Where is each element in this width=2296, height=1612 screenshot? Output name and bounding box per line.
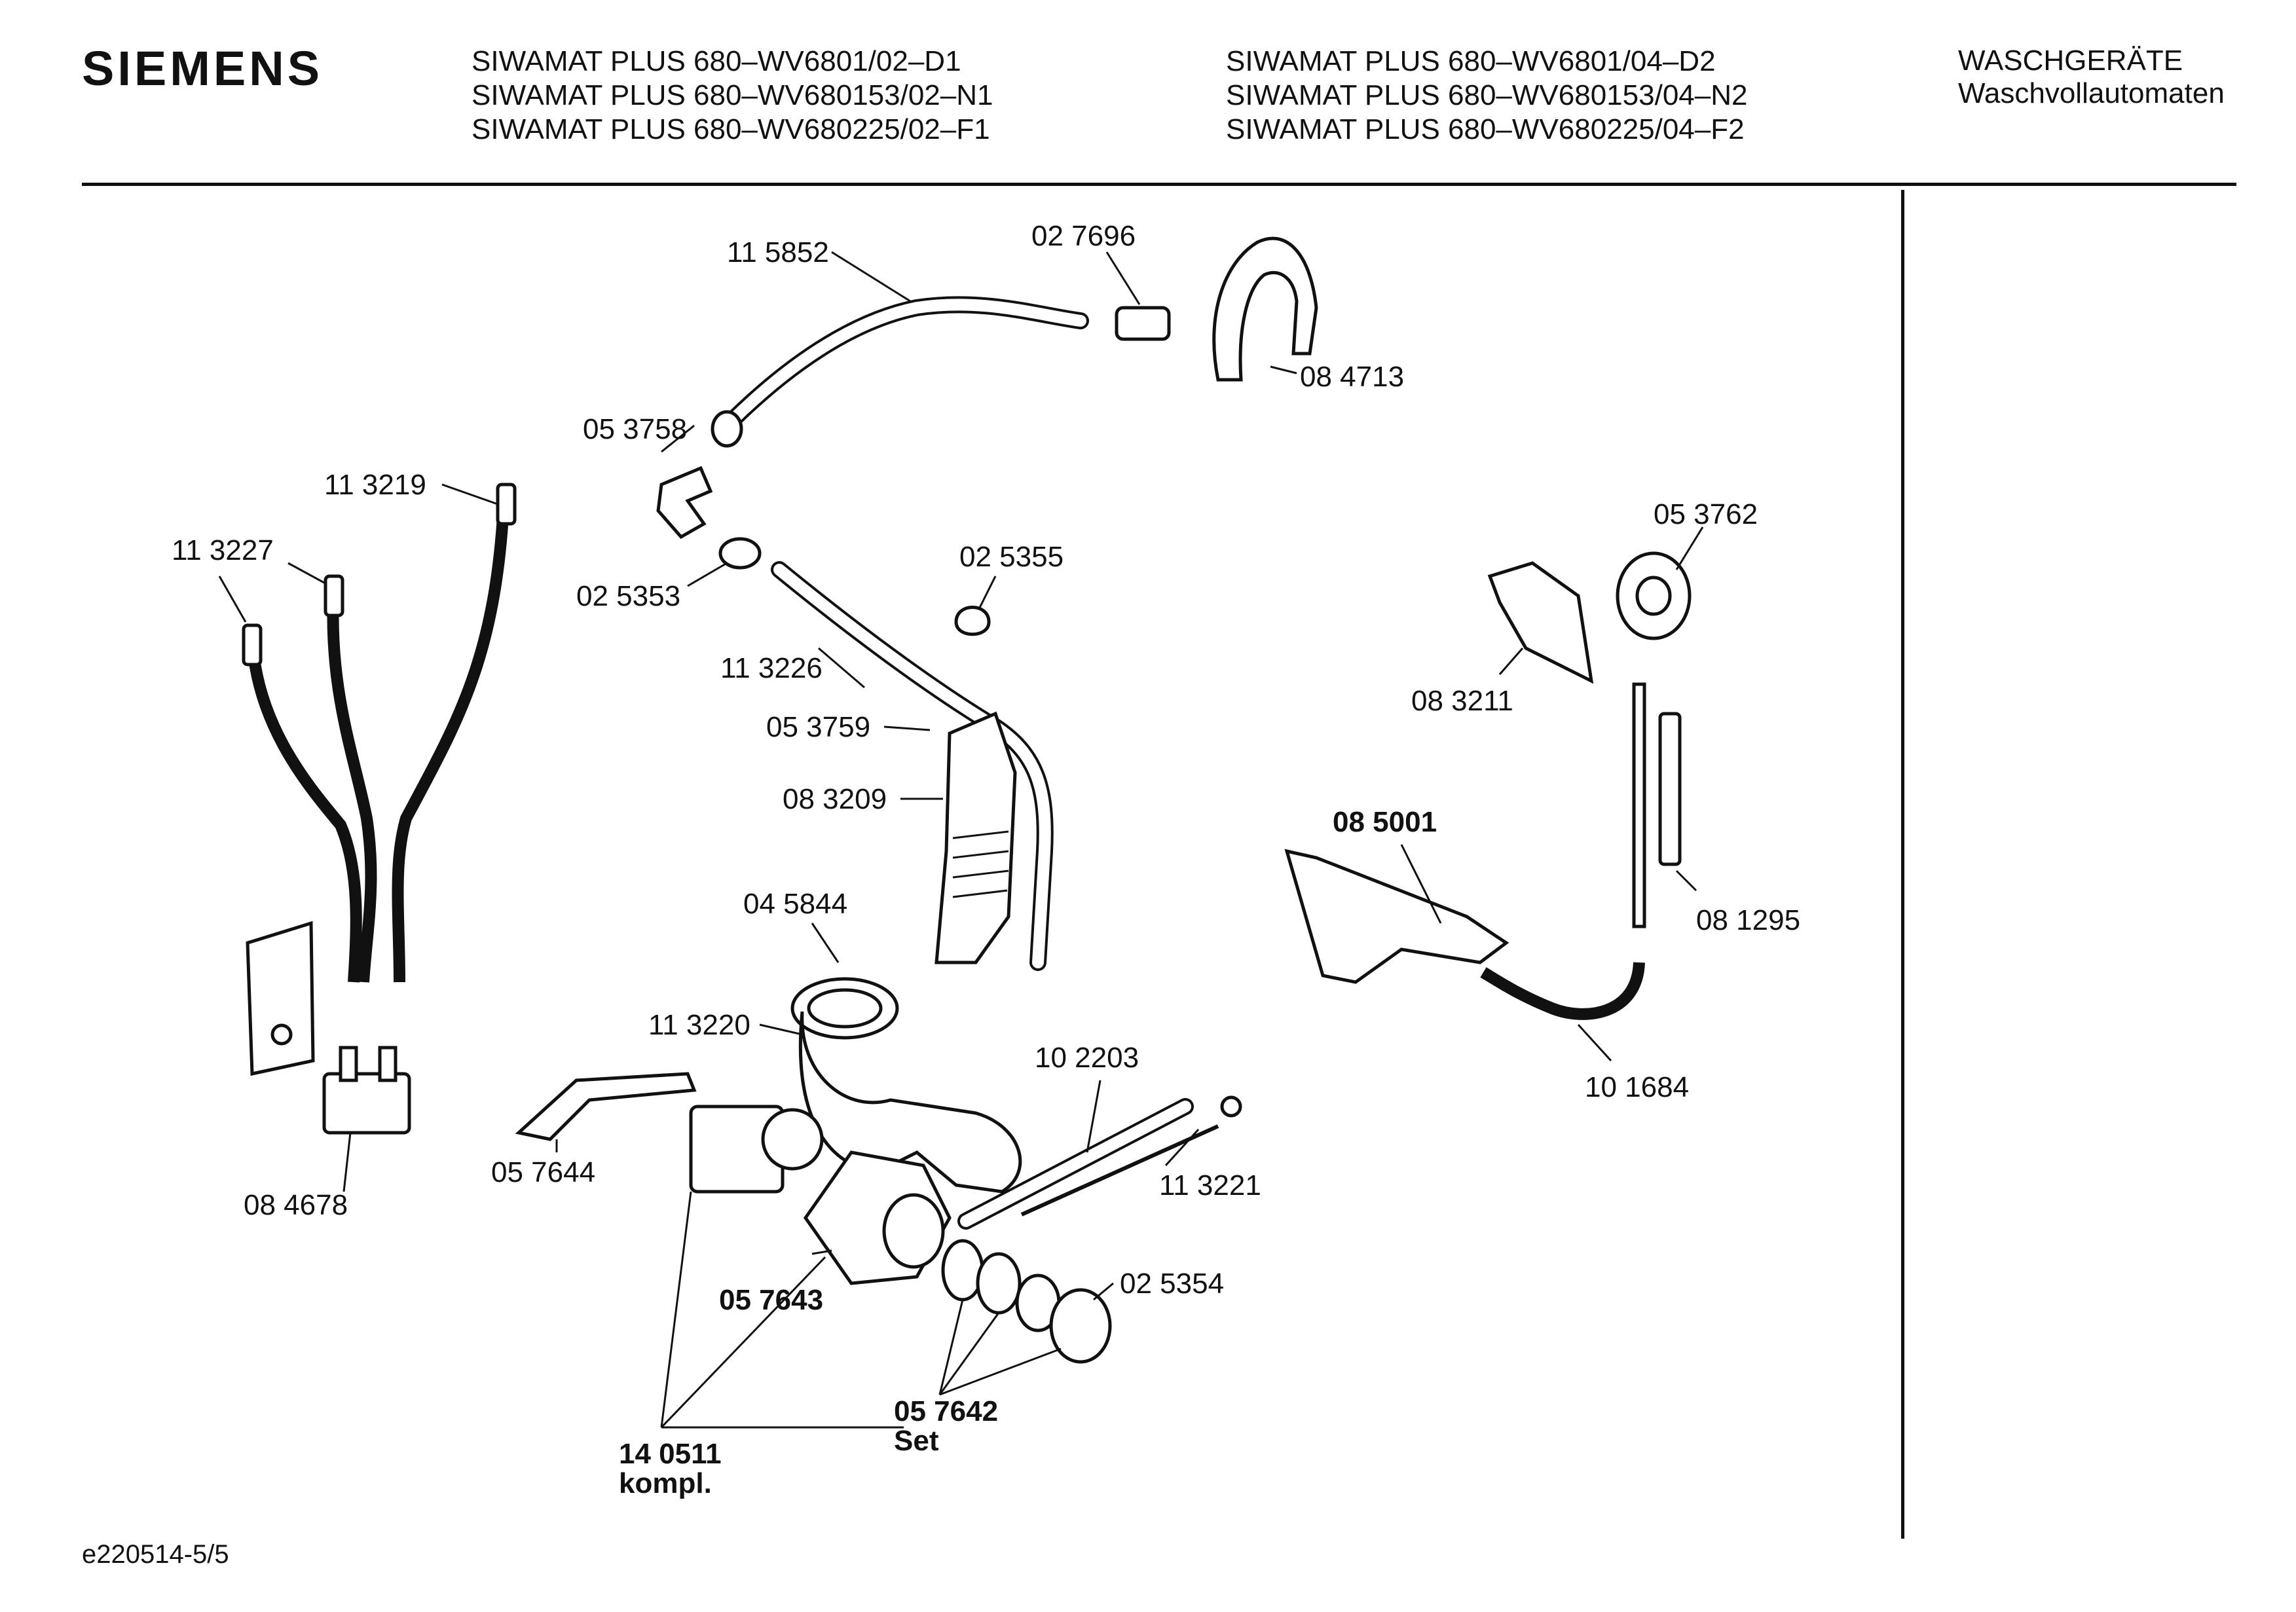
label-084713: 08 4713 [1300,361,1404,393]
leader-lines [218,251,1704,1429]
elbow-connector-part [656,466,713,540]
label-053762: 05 3762 [1654,498,1758,530]
sensor-rod-part [1020,1095,1242,1217]
hose-bracket-part [1212,236,1318,382]
label-085001: 08 5001 [1333,806,1437,838]
valve-bracket-part [246,921,315,1076]
model-line: SIWAMAT PLUS 680–WV680153/02–N1 [472,79,993,111]
pressure-switch-part [1616,551,1692,640]
drain-tube-part [957,1098,1194,1230]
label-101684: 10 1684 [1585,1071,1689,1103]
label-057644: 05 7644 [491,1156,595,1188]
part-labels: 11 5852 02 7696 08 4713 05 3758 11 3219 … [172,220,1800,1499]
label-057643: 05 7643 [719,1284,823,1316]
label-025354: 02 5354 [1120,1268,1224,1300]
note-140511: kompl. [619,1467,712,1499]
brand-logo: SIEMENS [82,41,324,96]
note-057642: Set [894,1425,939,1457]
label-025353: 02 5353 [576,580,680,612]
label-083209: 08 3209 [783,783,887,815]
category-title: WASCHGERÄTE [1958,45,2183,77]
label-081295: 08 1295 [1696,904,1800,936]
pump-housing-part [803,1150,952,1285]
header-divider [82,183,2236,186]
air-chamber-tube-part [1658,712,1682,866]
label-113220: 11 3220 [648,1009,750,1041]
label-113219: 11 3219 [324,469,426,501]
label-057642: 05 7642 [894,1395,998,1427]
label-053759: 05 3759 [766,711,870,743]
category-block: WASCHGERÄTE Waschvollautomaten [1958,45,2225,110]
label-045844: 04 5844 [743,888,847,920]
model-list-right: SIWAMAT PLUS 680–WV6801/04–D2 SIWAMAT PL… [1226,45,1748,147]
tub-seal-part [790,977,899,1040]
pump-gasket-part [515,1072,697,1141]
switch-bracket-part [1487,561,1594,684]
drain-hose-part [711,296,1089,448]
side-divider [1901,190,1904,1539]
label-025355: 02 5355 [959,541,1064,573]
model-line: SIWAMAT PLUS 680–WV6801/04–D2 [1226,45,1716,77]
label-083211: 08 3211 [1411,685,1513,717]
label-113221: 11 3221 [1159,1169,1261,1201]
label-027696: 02 7696 [1031,220,1136,252]
hose-clamp-part [718,537,762,570]
label-113227: 11 3227 [172,534,274,566]
model-line: SIWAMAT PLUS 680–WV680225/02–F1 [472,113,990,145]
model-line: SIWAMAT PLUS 680–WV680153/04–N2 [1226,79,1748,111]
bellows-hose-part [935,711,1017,964]
tub-heater-bracket-part [1284,849,1509,984]
fill-hose-set-part [242,483,517,983]
pressure-tube-part [1480,682,1646,1020]
model-list-left: SIWAMAT PLUS 680–WV6801/02–D1 SIWAMAT PL… [472,45,993,147]
label-113226: 11 3226 [720,652,823,684]
hose-connector-part [1115,306,1171,341]
drain-pump-motor-part [689,1105,824,1194]
label-102203: 10 2203 [1035,1042,1139,1074]
label-053758: 05 3758 [583,413,687,445]
document-id: e220514-5/5 [82,1540,229,1569]
label-140511: 14 0511 [619,1438,722,1470]
model-line: SIWAMAT PLUS 680–WV680225/04–F2 [1226,113,1745,145]
solenoid-valve-part [322,1046,411,1135]
category-subtitle: Waschvollautomaten [1958,77,2225,109]
label-115852: 11 5852 [727,236,829,268]
model-line: SIWAMAT PLUS 680–WV6801/02–D1 [472,45,961,77]
label-084678: 08 4678 [244,1189,348,1221]
impeller-seal-set-part [941,1239,1112,1364]
hose-clamp-small-part [954,606,991,636]
